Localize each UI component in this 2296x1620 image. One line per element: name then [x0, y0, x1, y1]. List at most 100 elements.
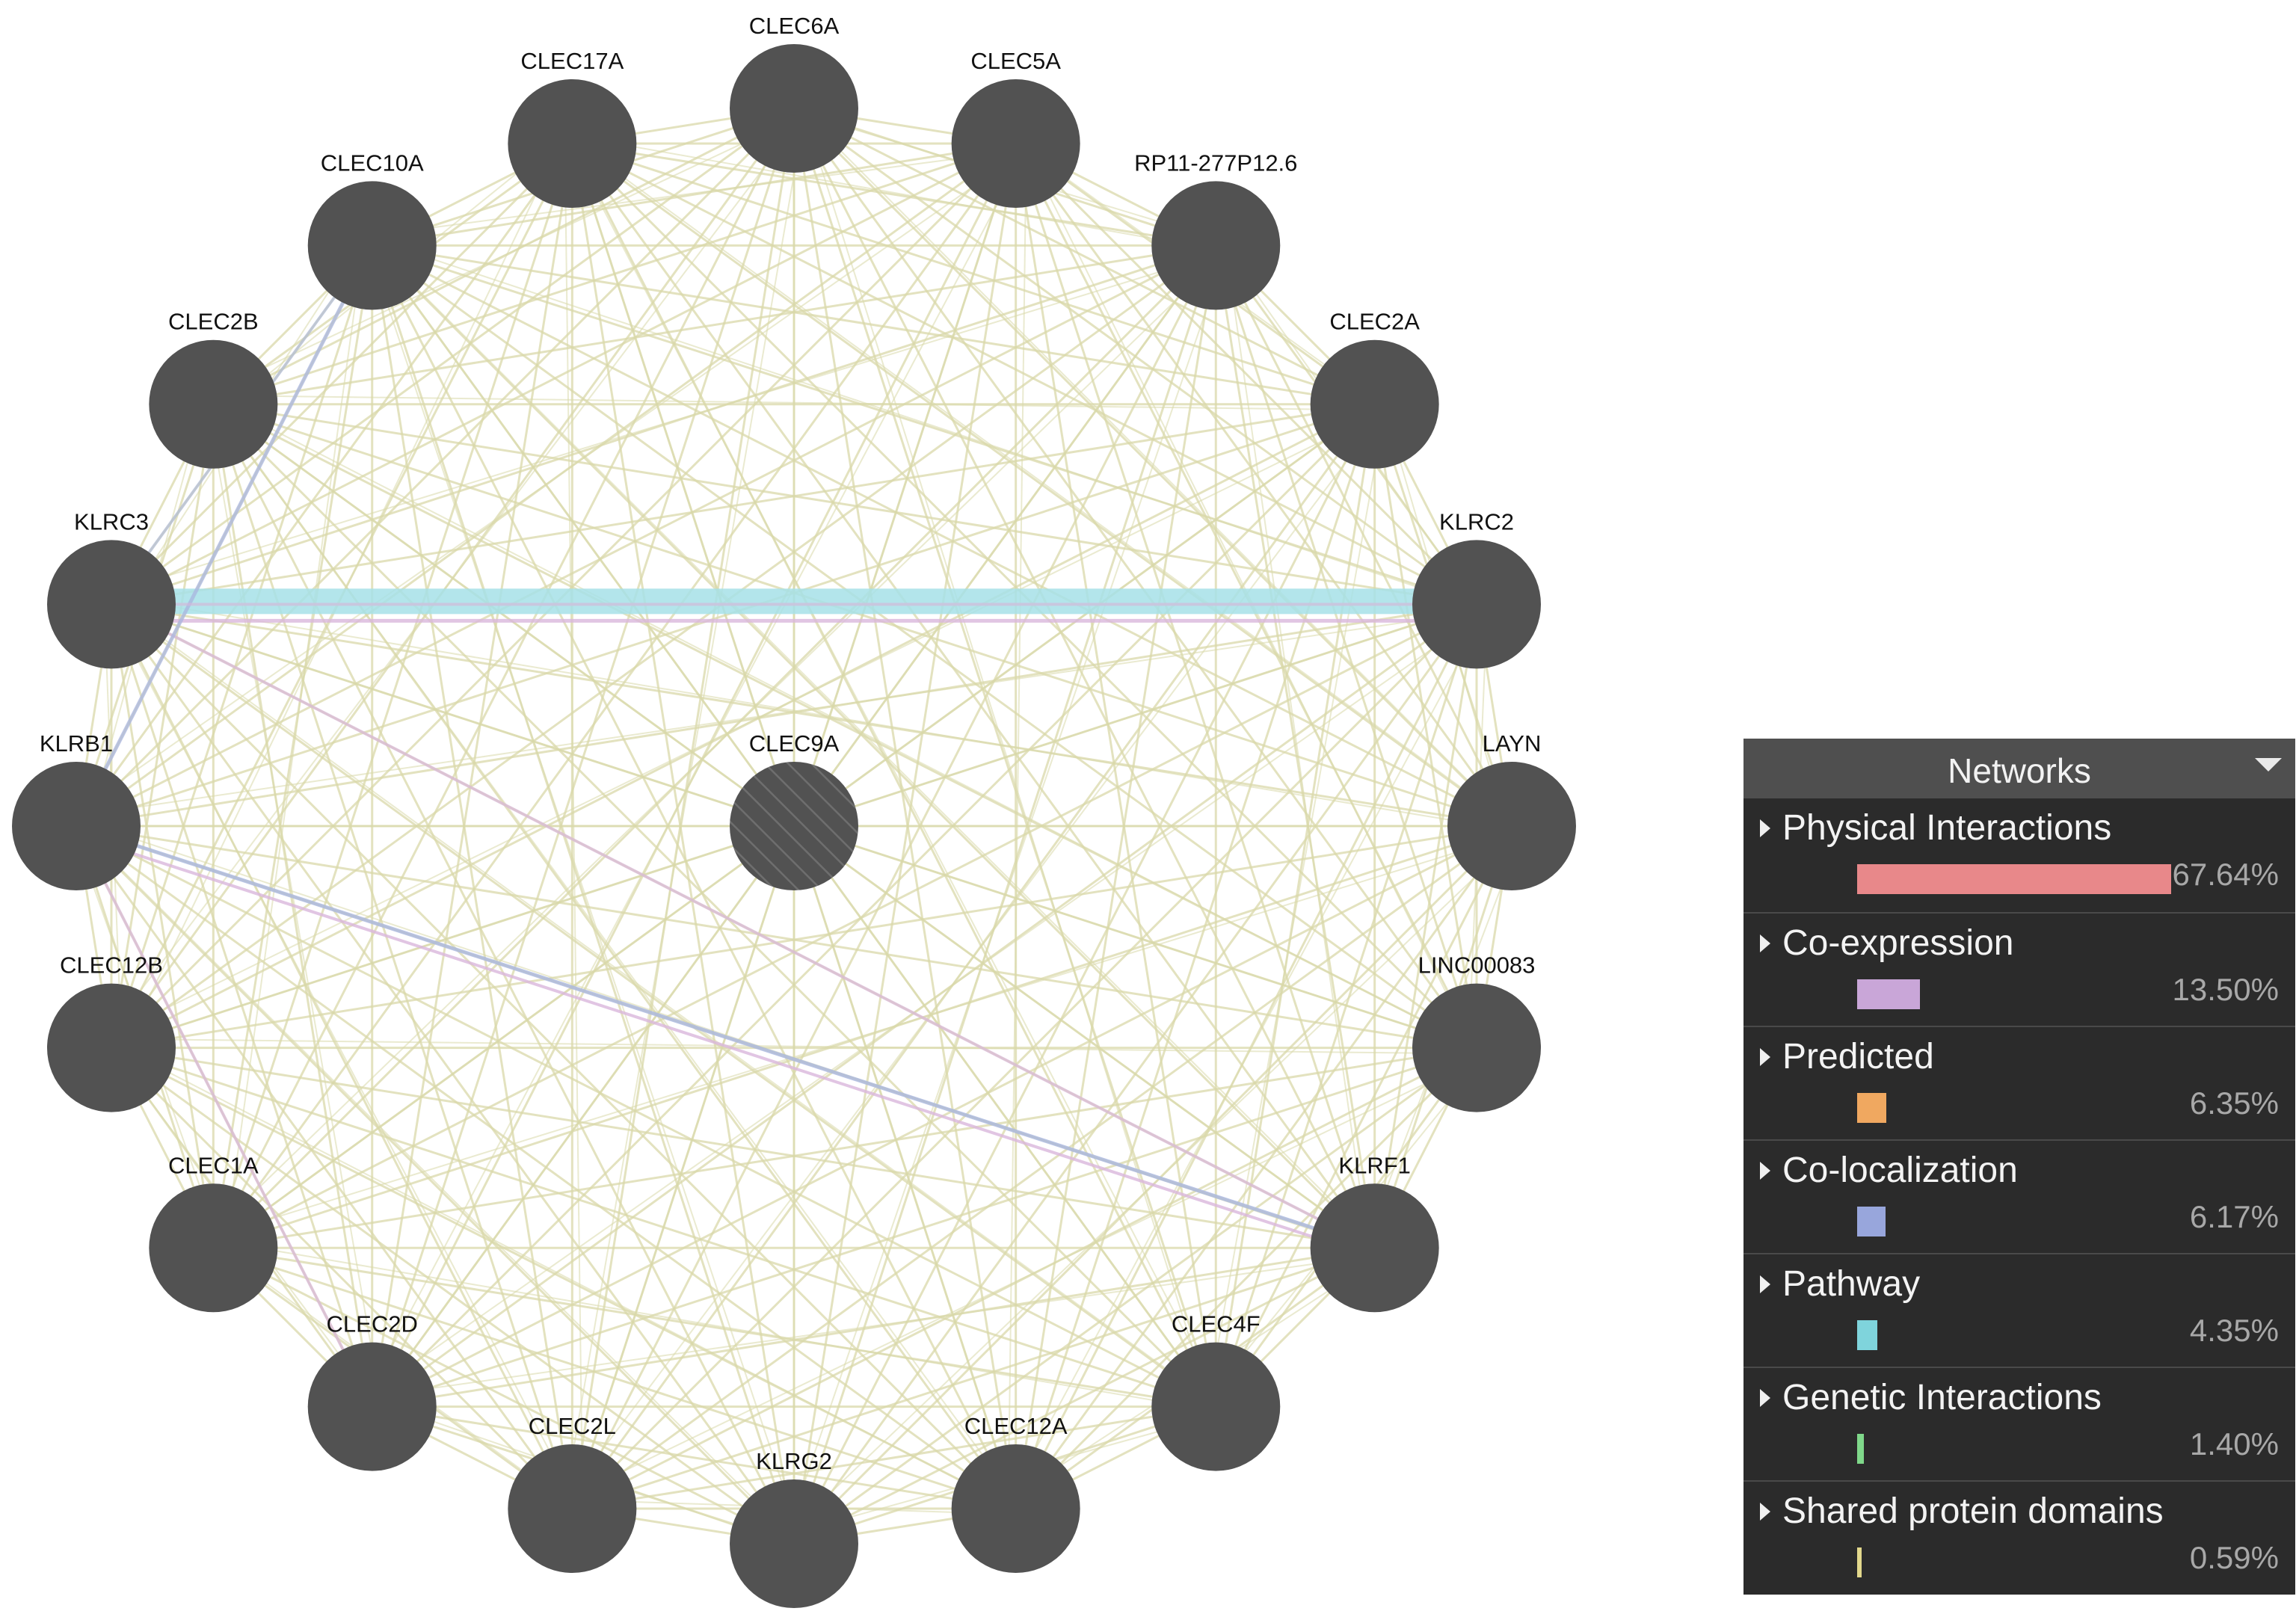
gene-node[interactable]: CLEC1A [149, 1152, 278, 1313]
network-edge [212, 403, 1217, 1408]
network-row[interactable]: Predicted 6.35% [1743, 1026, 2295, 1139]
gene-label: RP11-277P12.6 [1134, 150, 1297, 176]
gene-node[interactable]: LINC00083 [1412, 952, 1542, 1112]
gene-node[interactable]: CLEC6A [730, 13, 858, 173]
network-percent: 6.35% [2189, 1085, 2279, 1121]
network-edge [111, 825, 795, 1049]
network-edge [75, 825, 795, 1545]
gene-circle[interactable] [730, 1479, 858, 1608]
network-edge [371, 244, 795, 827]
gene-circle[interactable] [1310, 1183, 1439, 1313]
chevron-down-icon[interactable] [2255, 758, 2282, 771]
network-label: Shared protein domains [1782, 1491, 2164, 1531]
gene-circle[interactable] [1151, 1342, 1281, 1471]
network-edge [68, 609, 1488, 818]
network-edge [564, 134, 1228, 1414]
gene-circle[interactable] [951, 1444, 1080, 1574]
network-edge [212, 825, 795, 1249]
gene-node[interactable]: CLEC2D [307, 1311, 437, 1471]
gene-circle[interactable] [307, 181, 437, 310]
gene-circle[interactable] [46, 983, 176, 1112]
gene-label: CLEC2B [168, 309, 259, 335]
gene-circle[interactable] [1412, 983, 1542, 1112]
network-edge [212, 245, 374, 1248]
expand-arrow-icon[interactable] [1760, 1389, 1770, 1407]
gene-circle[interactable] [46, 540, 176, 669]
gene-circle[interactable] [1310, 339, 1439, 469]
network-edge [1007, 149, 1027, 1500]
gene-node[interactable]: KLRF1 [1310, 1152, 1439, 1313]
gene-node[interactable]: CLEC17A [508, 48, 637, 208]
gene-node[interactable]: RP11-277P12.6 [1134, 150, 1297, 310]
network-label: Predicted [1782, 1037, 1934, 1077]
networks-panel-header[interactable]: Networks [1743, 739, 2295, 798]
gene-node[interactable]: KLRC2 [1412, 508, 1542, 669]
network-percent: 1.40% [2189, 1426, 2279, 1462]
network-edge [205, 114, 805, 396]
gene-circle[interactable] [508, 78, 637, 208]
network-edge [111, 825, 1512, 1050]
gene-label: KLRF1 [1338, 1152, 1410, 1178]
gene-node[interactable]: LAYN [1447, 730, 1576, 890]
gene-node[interactable]: KLRB1 [12, 730, 141, 890]
gene-circle[interactable] [1412, 540, 1542, 669]
gene-node[interactable]: CLEC12A [951, 1413, 1080, 1574]
gene-node[interactable]: CLEC2A [1310, 309, 1439, 469]
gene-circle[interactable] [1447, 762, 1576, 890]
network-edge [103, 250, 1227, 597]
network-label: Physical Interactions [1782, 808, 2112, 848]
network-edge [110, 603, 573, 1509]
network-edge [564, 134, 584, 1515]
gene-circle[interactable] [12, 762, 141, 890]
gene-circle[interactable] [1151, 181, 1281, 310]
network-edge [1015, 245, 1217, 1509]
network-edge [364, 235, 1488, 612]
expand-arrow-icon[interactable] [1760, 1503, 1770, 1521]
gene-node[interactable]: CLEC4F [1151, 1311, 1281, 1471]
expand-arrow-icon[interactable] [1760, 1162, 1770, 1180]
gene-node[interactable]: CLEC2L [508, 1413, 637, 1574]
expand-arrow-icon[interactable] [1760, 934, 1770, 952]
gene-label: KLRC2 [1439, 508, 1514, 535]
gene-circle[interactable] [149, 1183, 278, 1313]
gene-node[interactable]: KLRC3 [46, 508, 176, 669]
expand-arrow-icon[interactable] [1760, 819, 1770, 837]
network-edge [212, 1246, 795, 1545]
query-gene-circle[interactable] [730, 762, 858, 890]
network-edge [76, 244, 1216, 828]
network-weight-bar [1857, 1320, 1877, 1350]
network-edge [111, 403, 1375, 606]
network-edge [205, 250, 1227, 1239]
network-edge [792, 143, 1018, 1544]
gene-circle[interactable] [730, 44, 858, 173]
network-edge [792, 825, 1217, 1408]
query-gene-node[interactable]: CLEC9A [730, 730, 858, 890]
gene-circle[interactable] [508, 1444, 637, 1574]
coexpression-edge [76, 834, 1376, 1259]
gene-label: CLEC2D [327, 1311, 418, 1337]
gene-node[interactable]: CLEC5A [951, 48, 1080, 208]
expand-arrow-icon[interactable] [1760, 1048, 1770, 1066]
network-edge [371, 403, 1376, 1408]
network-edge [213, 403, 1477, 606]
gene-node[interactable]: KLRG2 [730, 1448, 858, 1608]
gene-node[interactable]: CLEC10A [307, 150, 437, 310]
network-edge [372, 244, 1512, 828]
gene-circle[interactable] [149, 339, 278, 469]
network-percent: 4.35% [2189, 1313, 2279, 1348]
gene-node[interactable]: CLEC12B [46, 952, 176, 1112]
gene-node[interactable]: CLEC2B [149, 309, 278, 469]
gene-circle[interactable] [307, 1342, 437, 1471]
expand-arrow-icon[interactable] [1760, 1275, 1770, 1293]
network-edge [571, 143, 1217, 1408]
gene-circle[interactable] [951, 78, 1080, 208]
